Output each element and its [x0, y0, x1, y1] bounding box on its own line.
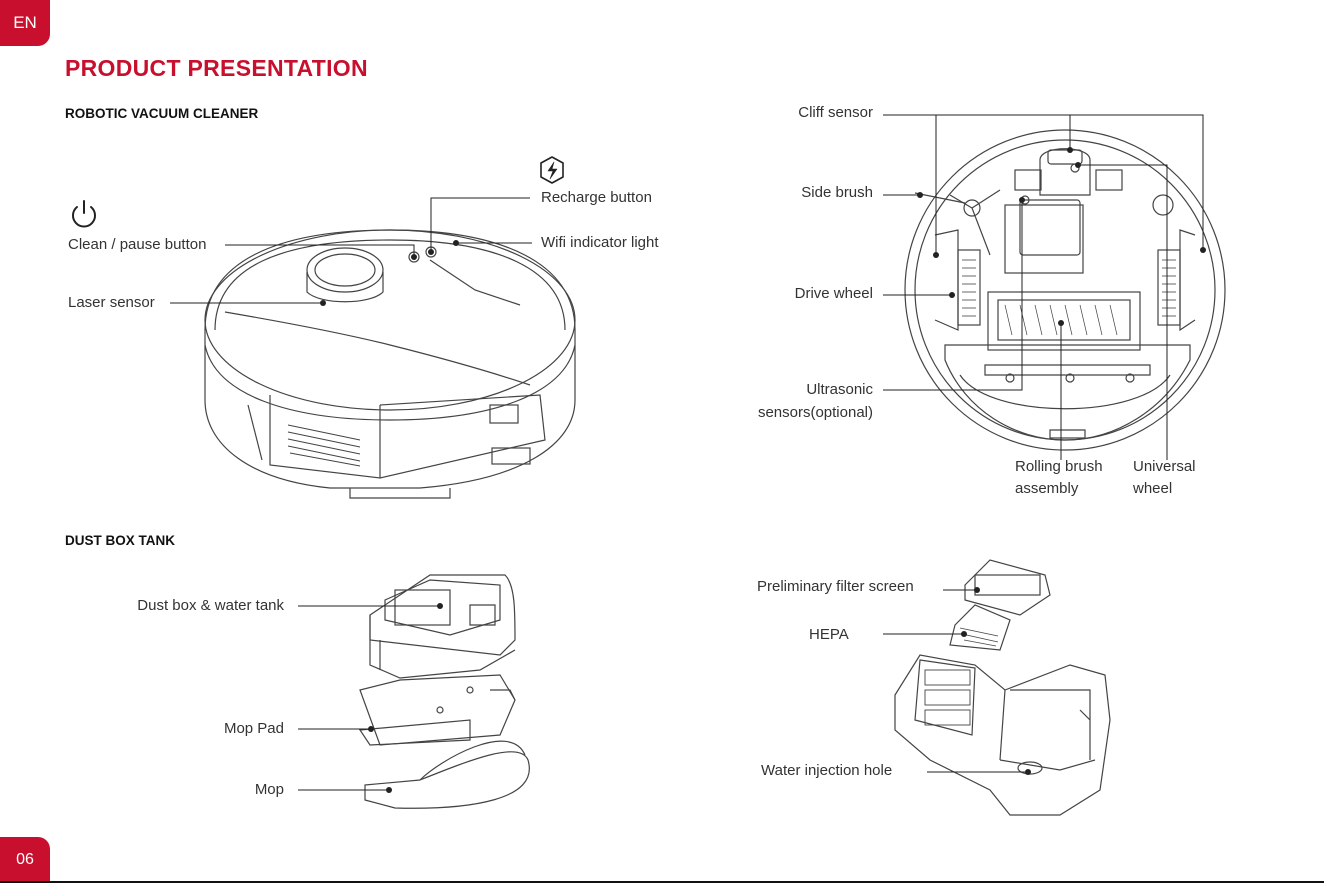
section-heading-robot: ROBOTIC VACUUM CLEANER — [65, 106, 259, 121]
power-icon — [72, 200, 96, 228]
label-universal-wheel-line1: Universal — [1133, 458, 1196, 475]
label-clean-pause-button: Clean / pause button — [68, 236, 207, 253]
label-recharge-button: Recharge button — [541, 189, 652, 206]
label-water-injection-hole: Water injection hole — [761, 762, 893, 779]
label-mop-pad: Mop Pad — [223, 720, 284, 737]
label-dust-box-water-tank: Dust box & water tank — [137, 597, 284, 614]
robot-top-illustration — [204, 229, 576, 499]
label-laser-sensor: Laser sensor — [68, 294, 155, 311]
recharge-icon — [540, 156, 564, 184]
bottom-divider — [0, 881, 1324, 883]
label-rolling-brush-line2: assembly — [1015, 480, 1079, 497]
label-rolling-brush-line1: Rolling brush — [1015, 458, 1103, 475]
leader-dots — [320, 147, 1206, 793]
label-hepa: HEPA — [809, 626, 849, 643]
dust-box-illustration — [358, 574, 530, 809]
label-cliff-sensor: Cliff sensor — [798, 104, 873, 121]
page-number-tab: 06 — [0, 837, 50, 883]
label-wifi-indicator: Wifi indicator light — [541, 234, 659, 251]
language-label: EN — [13, 13, 37, 32]
label-side-brush: Side brush — [801, 184, 873, 201]
label-universal-wheel-line2: wheel — [1133, 480, 1173, 497]
section-heading-dustbox: DUST BOX TANK — [65, 533, 175, 548]
leader-lines — [170, 114, 1204, 791]
label-mop: Mop — [254, 781, 284, 798]
page-number: 06 — [16, 851, 34, 868]
label-drive-wheel: Drive wheel — [794, 285, 873, 302]
page-title: PRODUCT PRESENTATION — [65, 55, 368, 81]
label-preliminary-filter: Preliminary filter screen — [757, 578, 914, 595]
label-ultrasonic-line1: Ultrasonic — [806, 381, 873, 398]
language-tab: EN — [0, 0, 50, 46]
filter-illustration — [894, 559, 1111, 816]
robot-bottom-illustration — [904, 129, 1226, 451]
label-ultrasonic-line2: sensors(optional) — [757, 404, 873, 421]
